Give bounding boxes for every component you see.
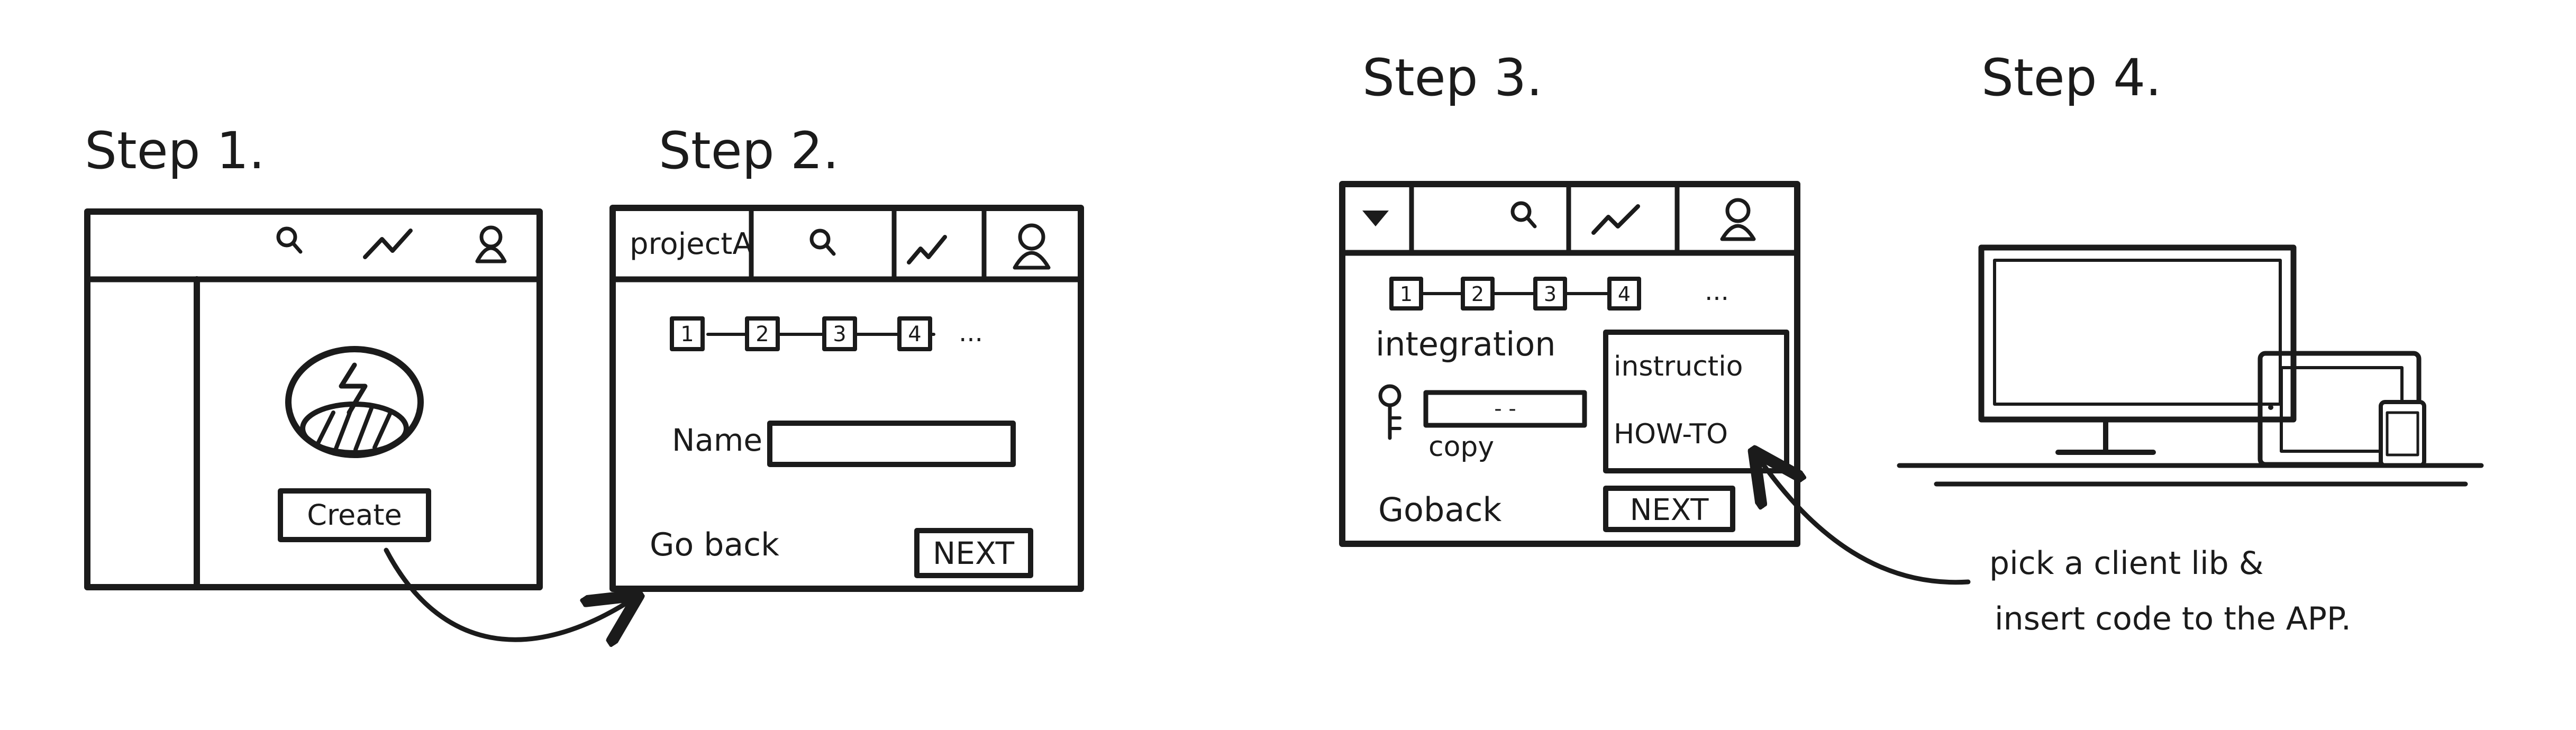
stepper-step-3-label: 3 (1544, 282, 1556, 306)
api-key-field[interactable]: - - (1423, 390, 1587, 428)
stepper-step-2[interactable]: 2 (1461, 277, 1495, 311)
goback-label: Go back (650, 526, 779, 563)
stepper-step-4-label: 4 (908, 322, 921, 346)
search-icon[interactable] (1510, 201, 1537, 229)
step2-window-frame (609, 205, 1084, 592)
name-input[interactable] (767, 421, 1016, 467)
step3-title: Step 3. (1362, 48, 1543, 107)
step1-window-frame (84, 208, 543, 590)
next-button-label: NEXT (1630, 493, 1709, 527)
api-key-value: - - (1494, 397, 1516, 421)
stepper-step-1[interactable]: 1 (670, 316, 705, 351)
tab-project[interactable]: projectA (630, 227, 753, 261)
copy-link[interactable]: copy (1428, 431, 1494, 463)
stepper-step-1-label: 1 (1400, 282, 1413, 306)
step1-title: Step 1. (85, 121, 265, 180)
stepper-step-3[interactable]: 3 (822, 316, 857, 351)
annotation-line1: pick a client lib & (1989, 545, 2264, 582)
search-icon[interactable] (809, 229, 836, 256)
instructions-label: instructio (1614, 351, 1743, 382)
stepper-more: ... (959, 318, 983, 348)
create-button-label: Create (307, 498, 402, 532)
goback-link[interactable]: Goback (1378, 490, 1501, 529)
stepper-step-2-label: 2 (1471, 282, 1484, 306)
stepper-more: ... (1705, 277, 1729, 306)
annotation-line2: insert code to the APP. (1995, 600, 2351, 637)
goback-link[interactable]: Go back (650, 526, 779, 563)
activity-icon[interactable] (1591, 204, 1640, 235)
stepper-step-1-label: 1 (680, 322, 694, 346)
user-icon[interactable] (475, 225, 507, 263)
monitor-icon (1978, 244, 2297, 455)
step2-title: Step 2. (659, 121, 839, 180)
stepper: 1 2 3 4 ... (670, 316, 983, 351)
copy-label: copy (1428, 431, 1494, 463)
stepper-step-4-label: 4 (1618, 282, 1631, 306)
stepper-step-2-label: 2 (755, 322, 769, 346)
name-label: Name (672, 422, 762, 458)
step2-panel: Step 2. projectA 1 2 (609, 121, 1084, 592)
next-button-label: NEXT (933, 535, 1015, 571)
stepper-step-3-label: 3 (833, 322, 846, 346)
step4-title: Step 4. (1981, 48, 2162, 107)
next-button[interactable]: NEXT (914, 528, 1033, 578)
instructions-panel: instructio HOW-TO (1603, 330, 1789, 473)
stepper-step-4[interactable]: 4 (1607, 277, 1641, 311)
lightning-database-icon (285, 346, 424, 458)
activity-icon[interactable] (907, 235, 947, 264)
activity-icon[interactable] (363, 229, 413, 259)
annotation-arrow (1756, 455, 1971, 585)
stepper-step-3[interactable]: 3 (1533, 277, 1567, 311)
search-icon[interactable] (276, 226, 303, 254)
user-icon[interactable] (1720, 198, 1756, 241)
project-label: projectA (630, 227, 753, 261)
dropdown-icon[interactable] (1362, 211, 1389, 226)
create-button[interactable]: Create (278, 488, 431, 542)
step4-panel: Step 4. (1897, 48, 2484, 487)
stepper: 1 2 3 4 ... (1389, 277, 1729, 311)
stepper-step-4[interactable]: 4 (897, 316, 932, 351)
phone-icon (2379, 400, 2426, 468)
user-icon[interactable] (1013, 223, 1051, 270)
goback-label: Goback (1378, 490, 1501, 529)
step3-panel: Step 3. 1 2 (1339, 48, 1800, 547)
annotation: pick a client lib & insert code to the A… (1989, 545, 2351, 637)
next-button[interactable]: NEXT (1603, 486, 1735, 532)
flow-arrow-step1-to-step2 (384, 548, 635, 640)
step1-panel: Step 1. Create (84, 121, 543, 590)
howto-link[interactable]: HOW-TO (1614, 418, 1728, 450)
stepper-step-2[interactable]: 2 (745, 316, 780, 351)
howto-label: HOW-TO (1614, 418, 1728, 450)
integration-label: integration (1376, 325, 1556, 363)
key-icon (1378, 384, 1401, 440)
stepper-step-1[interactable]: 1 (1389, 277, 1423, 311)
